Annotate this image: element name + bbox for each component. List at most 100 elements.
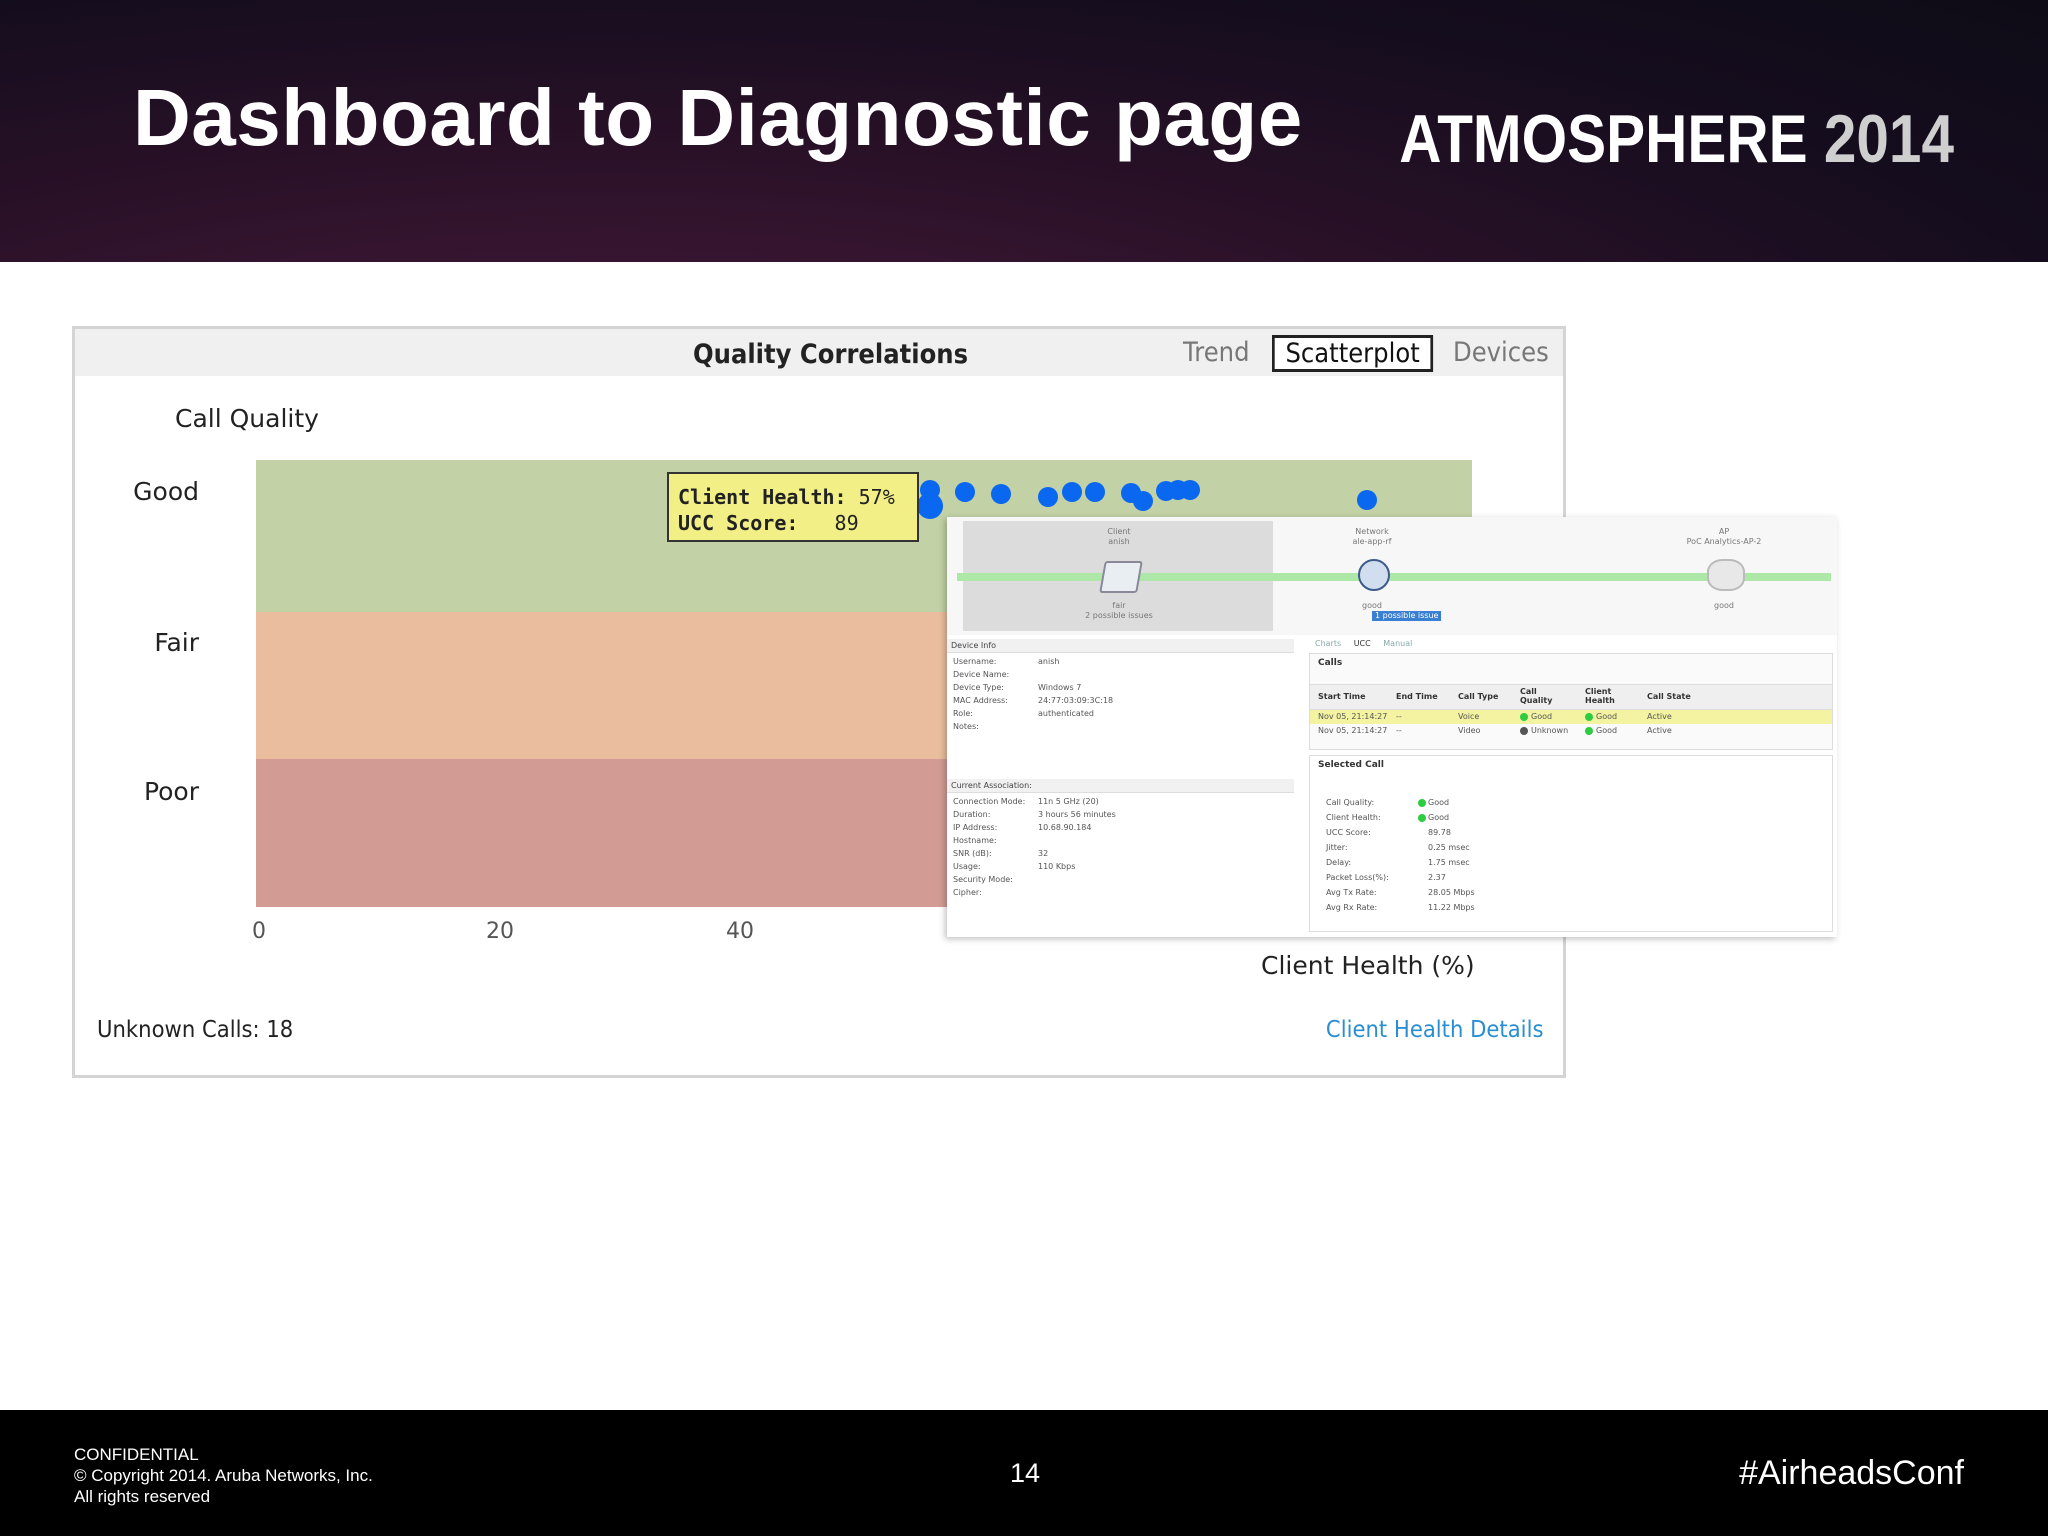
- scatter-point[interactable]: [1132, 491, 1153, 511]
- association-heading: Current Association:: [947, 779, 1294, 793]
- ap-caption: AP PoC Analytics-AP-2: [1644, 527, 1804, 547]
- col-end-time: End Time: [1396, 692, 1438, 701]
- tab-trend[interactable]: Trend: [1183, 337, 1250, 368]
- scatter-point[interactable]: [990, 484, 1011, 504]
- field-label: Usage:: [953, 862, 981, 871]
- tab-ucc[interactable]: UCC: [1353, 639, 1371, 648]
- tooltip-ucc-label: UCC Score:: [678, 511, 799, 535]
- field-value: 3 hours 56 minutes: [1038, 810, 1116, 819]
- tab-devices[interactable]: Devices: [1453, 337, 1549, 368]
- tab-charts[interactable]: Charts: [1315, 639, 1342, 648]
- scatter-point[interactable]: [1037, 487, 1058, 507]
- slide-title: Dashboard to Diagnostic page: [133, 73, 1303, 162]
- selected-call-row: Jitter:0.25 msec: [1326, 843, 1470, 853]
- cell-health: Good: [1596, 726, 1618, 735]
- brand-word: ATMOSPHERE: [1399, 101, 1808, 177]
- network-status-caption: good 1 possible issue: [1292, 601, 1452, 621]
- topology-bar: Client anish fair 2 possible issues Netw…: [947, 517, 1837, 635]
- network-issue-link[interactable]: 1 possible issue: [1372, 611, 1442, 621]
- copyright-text: © Copyright 2014. Aruba Networks, Inc.: [74, 1466, 373, 1485]
- calls-panel: Charts UCC Manual Calls Start Time End T…: [1309, 637, 1833, 937]
- cell-start: Nov 05, 21:14:27: [1318, 712, 1388, 721]
- selected-call-row: Avg Rx Rate: 11.22 Mbps: [1326, 903, 1475, 913]
- tab-manual[interactable]: Manual: [1383, 639, 1413, 648]
- field-label: Cipher:: [953, 888, 982, 897]
- ap-status-caption: good: [1644, 601, 1804, 611]
- scatter-point[interactable]: [955, 482, 976, 502]
- association-row: Security Mode:: [953, 875, 1013, 885]
- field-value: 2.37: [1428, 873, 1446, 882]
- device-info-row: Device Type:Windows 7: [953, 683, 1081, 693]
- brand-year: 2014: [1823, 101, 1954, 177]
- access-point-icon[interactable]: [1707, 559, 1745, 591]
- field-value: 11n 5 GHz (20): [1038, 797, 1099, 806]
- col-client-health: Client Health: [1585, 687, 1615, 705]
- cell-quality: Unknown: [1531, 726, 1569, 735]
- rights-text: All rights reserved: [74, 1487, 211, 1506]
- status-dot-icon: [1520, 712, 1528, 721]
- field-label: Duration:: [953, 810, 991, 819]
- device-info-row: Role:authenticated: [953, 709, 1094, 719]
- status-dot-icon: [1585, 726, 1593, 735]
- device-info-heading: Device Info: [947, 639, 1294, 653]
- y-category-poor: Poor: [143, 777, 199, 806]
- calls-title: Calls: [1318, 658, 1343, 668]
- field-label: Notes:: [953, 722, 979, 731]
- network-title: Network: [1355, 527, 1389, 536]
- col-start-time[interactable]: Start Time: [1318, 692, 1366, 701]
- scatter-point[interactable]: [1085, 482, 1106, 502]
- field-label: Connection Mode:: [953, 797, 1026, 806]
- field-value: anish: [1038, 657, 1060, 666]
- field-label: Security Mode:: [953, 875, 1013, 884]
- calls-table-header: Start Time End Time Call Type Call Quali…: [1310, 684, 1832, 710]
- association-row: Hostname:: [953, 836, 997, 846]
- widget-title-bar: Quality Correlations Trend Scatterplot D…: [75, 329, 1563, 376]
- field-label: Avg Rx Rate:: [1326, 903, 1378, 912]
- client-health-details-link[interactable]: Client Health Details: [1325, 1017, 1543, 1043]
- scatter-point[interactable]: [916, 493, 943, 519]
- client-issues: 2 possible issues: [1085, 611, 1153, 620]
- slide-header: Dashboard to Diagnostic page ATMOSPHERE …: [0, 0, 2048, 262]
- network-icon[interactable]: [1358, 559, 1390, 591]
- y-category-good: Good: [133, 477, 199, 506]
- selected-call-row: Avg Tx Rate:28.05 Mbps: [1326, 888, 1475, 898]
- tooltip-health-label: Client Health:: [678, 485, 847, 509]
- scatter-point[interactable]: [1061, 482, 1082, 502]
- selected-call-row: Client Health:Good: [1326, 813, 1449, 823]
- diag-tabs: Charts UCC Manual: [1315, 639, 1422, 648]
- field-label: SNR (dB):: [953, 849, 992, 858]
- device-info-row: MAC Address:24:77:03:09:3C:18: [953, 696, 1113, 706]
- status-dot-icon: [1585, 712, 1593, 721]
- field-label: IP Address:: [953, 823, 998, 832]
- selected-call-row: Delay:1.75 msec: [1326, 858, 1470, 868]
- table-row[interactable]: Nov 05, 21:14:27 -- Video Unknown Good A…: [1310, 724, 1832, 738]
- field-label: Device Name:: [953, 670, 1010, 679]
- selected-call-row: Packet Loss(%):2.37: [1326, 873, 1446, 883]
- cell-type: Voice: [1458, 712, 1480, 721]
- field-value: Good: [1428, 798, 1450, 807]
- client-name: anish: [1108, 537, 1130, 546]
- cell-quality: Good: [1531, 712, 1553, 721]
- field-value: 11.22 Mbps: [1428, 903, 1475, 912]
- client-title: Client: [1107, 527, 1131, 536]
- selected-call-row: Call Quality:Good: [1326, 798, 1449, 808]
- status-dot-icon: [1418, 799, 1426, 807]
- cell-type: Video: [1458, 726, 1481, 735]
- col-call-type: Call Type: [1458, 692, 1499, 701]
- scatter-point[interactable]: [1357, 490, 1378, 510]
- cell-health: Good: [1596, 712, 1618, 721]
- status-dot-icon: [1418, 814, 1426, 822]
- y-axis-label: Call Quality: [175, 404, 319, 433]
- ap-name: PoC Analytics-AP-2: [1686, 537, 1762, 546]
- ap-title: AP: [1718, 527, 1730, 536]
- field-value: 24:77:03:09:3C:18: [1038, 696, 1114, 705]
- field-label: Username:: [953, 657, 997, 666]
- widget-title: Quality Correlations: [693, 339, 969, 370]
- table-row[interactable]: Nov 05, 21:14:27 -- Voice Good Good Acti…: [1310, 710, 1832, 724]
- tab-scatterplot[interactable]: Scatterplot: [1272, 335, 1434, 372]
- field-label: UCC Score:: [1326, 828, 1371, 837]
- field-label: Jitter:: [1326, 843, 1348, 852]
- scatter-point[interactable]: [1179, 480, 1200, 500]
